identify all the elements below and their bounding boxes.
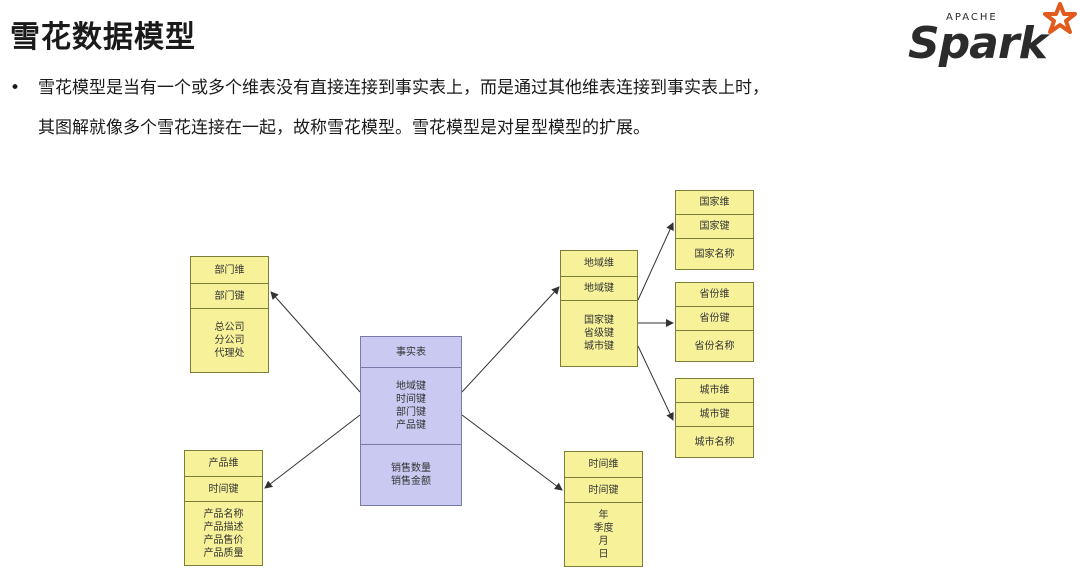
fact-table-box: 事实表 地域键 时间键 部门键 产品键 销售数量 销售金额: [360, 336, 462, 506]
product-dimension-box: 产品维 时间键 产品名称 产品描述 产品售价 产品质量: [184, 450, 263, 566]
city-dim-header: 城市维: [676, 379, 753, 403]
dept-dimension-box: 部门维 部门键 总公司 分公司 代理处: [190, 256, 269, 373]
province-attrs: 省份名称: [694, 340, 735, 352]
product-dim-header: 产品维: [185, 451, 262, 477]
arrow-region-to-city: [637, 345, 674, 421]
bullet-text-line-2: 其图解就像多个雪花连接在一起，故称雪花模型。雪花模型是对星型模型的扩展。: [38, 118, 650, 138]
time-dim-header: 时间维: [565, 452, 642, 478]
arrow-region-to-country: [637, 222, 674, 301]
city-attrs: 城市名称: [694, 436, 735, 448]
region-dim-header: 地域维: [561, 251, 637, 277]
bullet-text-line-1: • 雪花模型是当有一个或多个维表没有直接连接到事实表上，而是通过其他维表连接到事实…: [10, 76, 769, 100]
arrow-fact-to-product: [264, 414, 361, 489]
city-key: 城市键: [676, 403, 753, 427]
fact-keys: 地域键 时间键 部门键 产品键: [361, 368, 461, 445]
arrow-fact-to-time: [461, 414, 563, 491]
country-attrs: 国家名称: [694, 248, 735, 260]
arrow-fact-to-region: [461, 286, 560, 393]
product-attrs: 产品名称 产品描述 产品售价 产品质量: [203, 508, 244, 559]
dept-dim-header: 部门维: [191, 257, 268, 284]
province-key: 省份键: [676, 307, 753, 331]
dept-key: 部门键: [191, 284, 268, 309]
province-dimension-box: 省份维 省份键 省份名称: [675, 282, 754, 362]
region-dimension-box: 地域维 地域键 国家键 省级键 城市键: [560, 250, 638, 367]
time-attrs: 年 季度 月 日: [593, 509, 614, 560]
province-dim-header: 省份维: [676, 283, 753, 307]
bullet-line-1-text: 雪花模型是当有一个或多个维表没有直接连接到事实表上，而是通过其他维表连接到事实表…: [38, 78, 769, 98]
country-dim-header: 国家维: [676, 191, 753, 215]
fact-measures: 销售数量 销售金额: [391, 463, 431, 487]
logo-spark-text: Spark: [908, 18, 1048, 69]
time-key: 时间键: [565, 478, 642, 503]
time-dimension-box: 时间维 时间键 年 季度 月 日: [564, 451, 643, 567]
arrow-fact-to-dept: [270, 291, 361, 393]
spark-logo: APACHE Spark: [902, 2, 1077, 72]
region-key: 地域键: [561, 277, 637, 301]
city-dimension-box: 城市维 城市键 城市名称: [675, 378, 754, 458]
bullet-dot: •: [10, 78, 21, 98]
region-attrs: 国家键 省级键 城市键: [584, 315, 614, 352]
fact-title: 事实表: [361, 337, 461, 368]
spark-star-icon: [1043, 2, 1077, 34]
logo-apache-text: APACHE: [946, 12, 998, 23]
country-key: 国家键: [676, 215, 753, 239]
dept-attrs: 总公司 分公司 代理处: [214, 322, 245, 359]
country-dimension-box: 国家维 国家键 国家名称: [675, 190, 754, 270]
product-key: 时间键: [185, 477, 262, 502]
page-title: 雪花数据模型: [10, 20, 196, 55]
